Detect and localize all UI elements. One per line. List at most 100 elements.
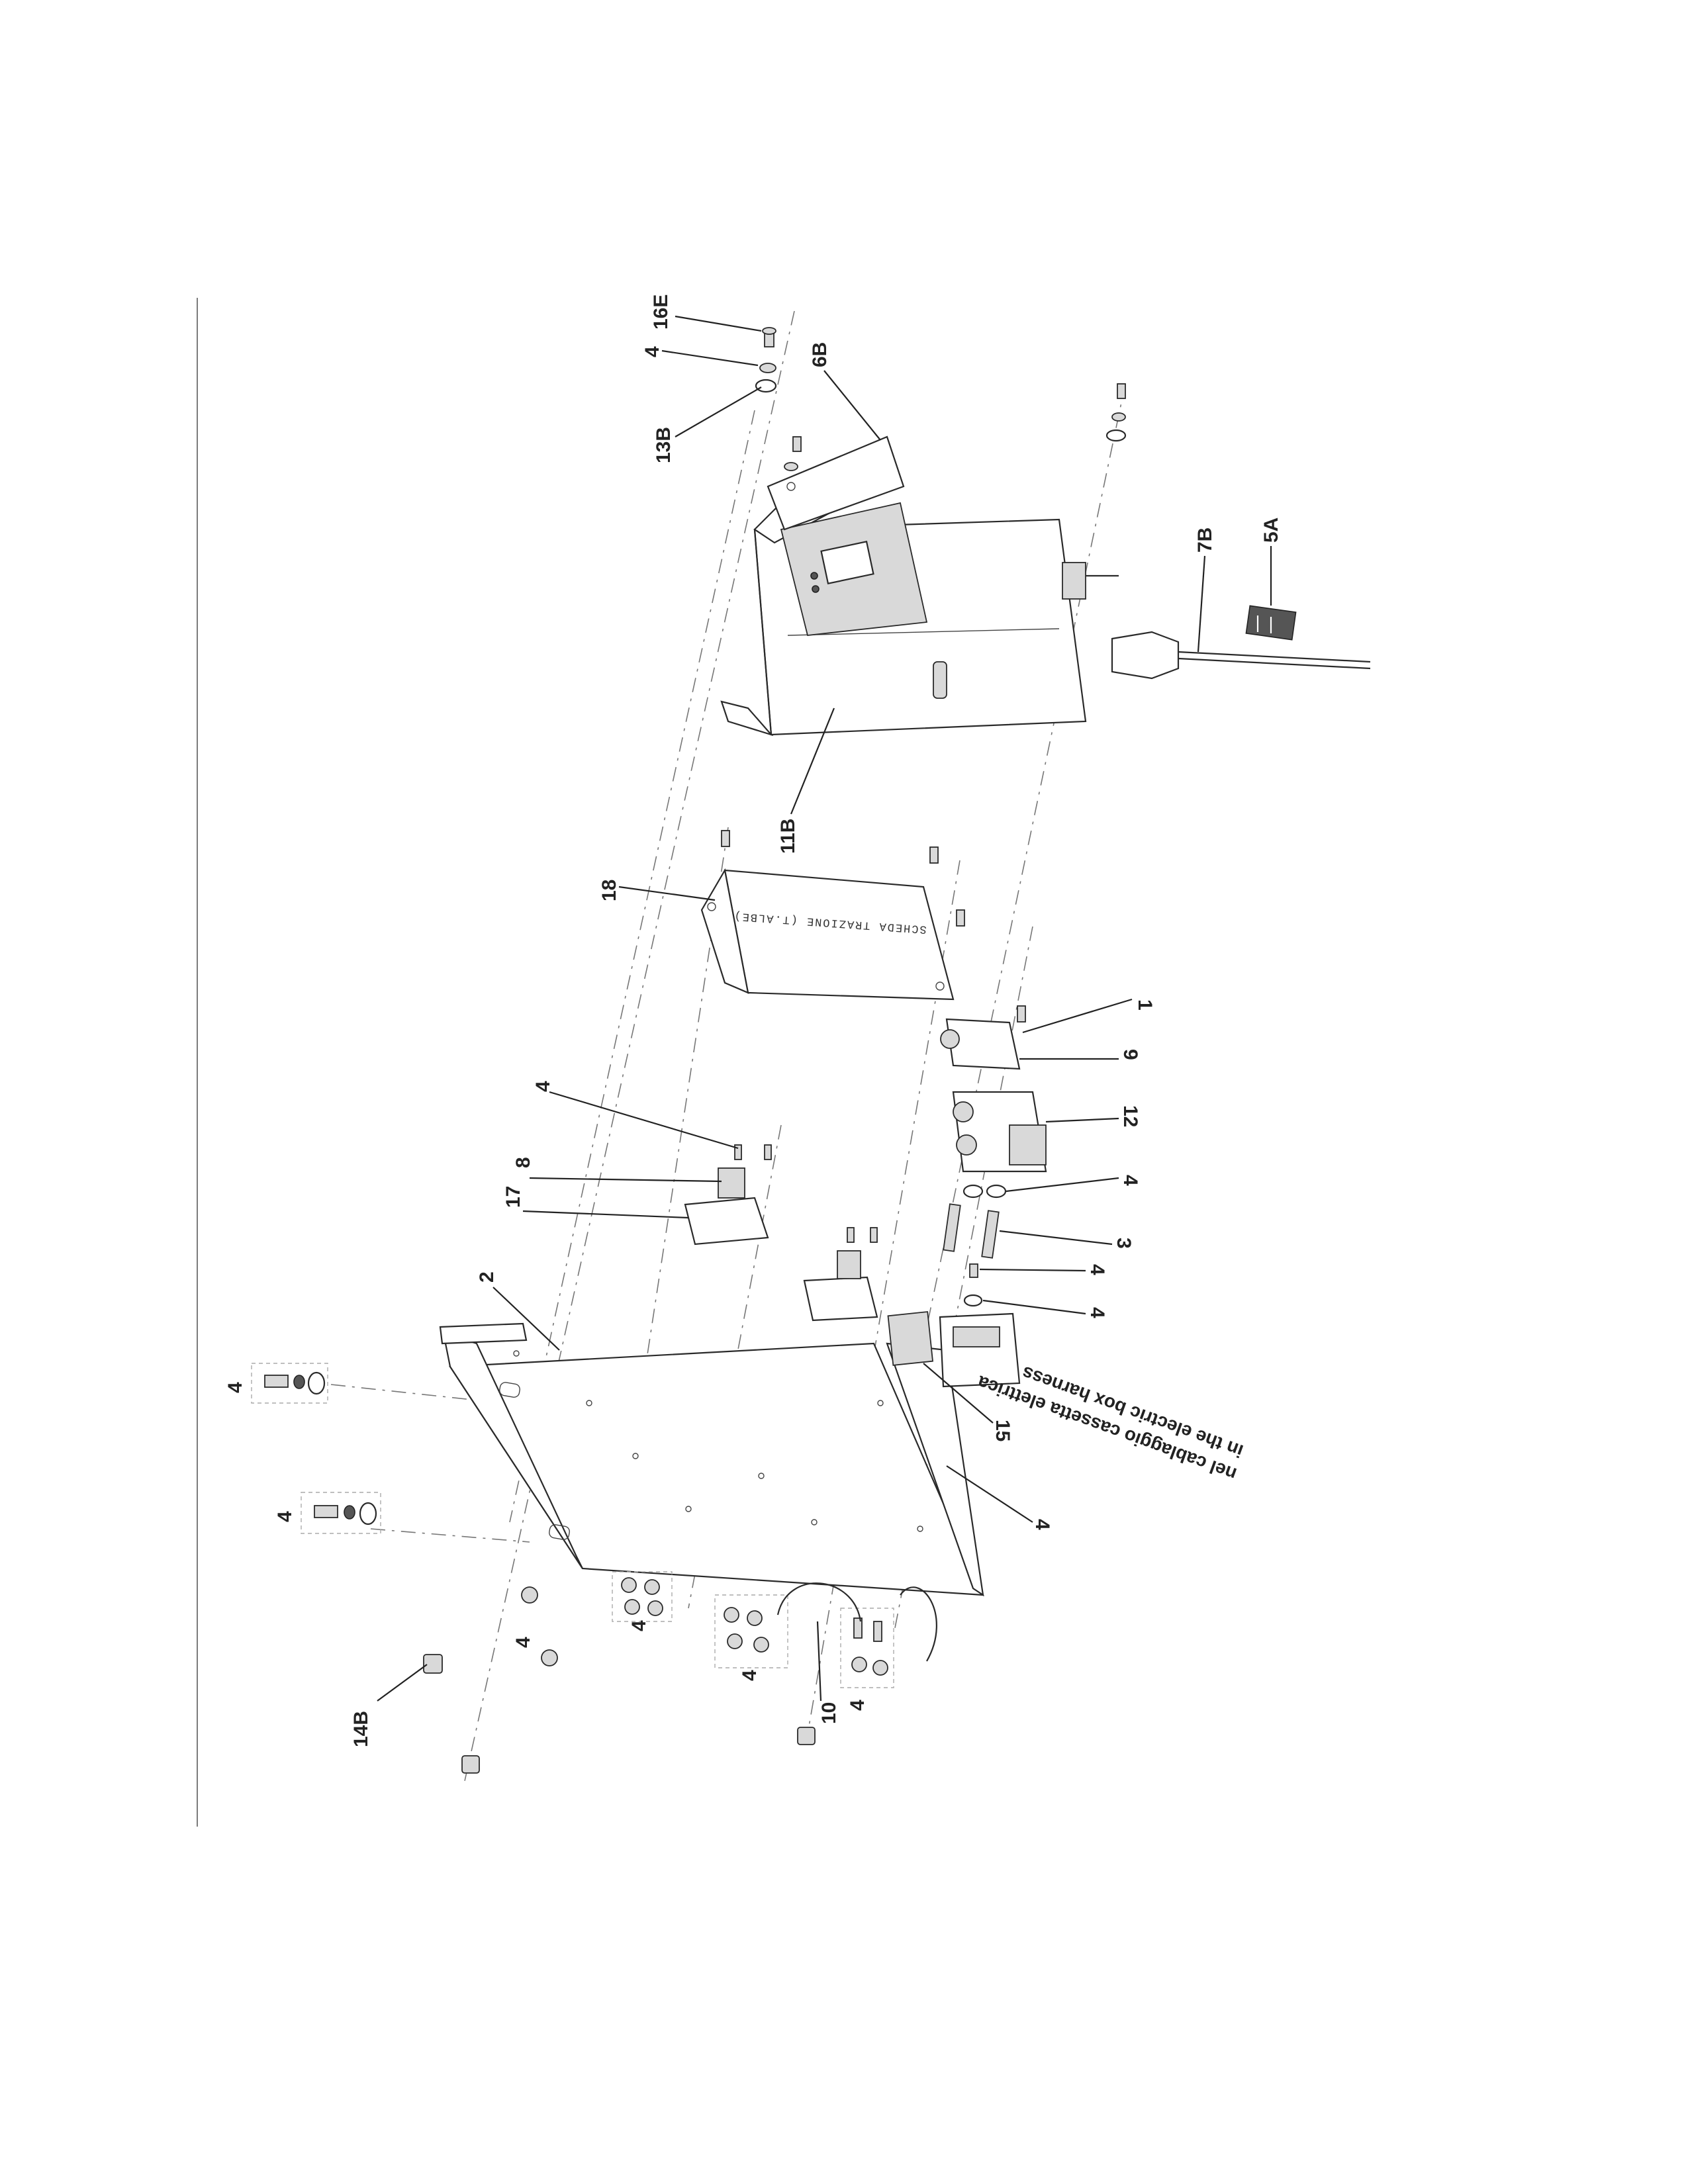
callout-4-bracket-bolt-2: 4 — [274, 1511, 296, 1522]
fuse-2-screw-1 — [847, 1227, 855, 1243]
box-seam — [787, 628, 1060, 636]
connector-5A — [1245, 605, 1297, 641]
callout-2: 2 — [476, 1271, 498, 1283]
leader-4-spacer-washer — [1006, 1177, 1119, 1193]
stud-c1 — [853, 1617, 863, 1639]
connector-15 — [887, 1311, 1021, 1388]
bracket-slot-1 — [499, 1382, 520, 1398]
plate-hole-3 — [685, 1506, 692, 1512]
washer-right-2 — [1105, 429, 1127, 442]
connector-15-body — [887, 1311, 934, 1366]
contactor-coil — [1009, 1124, 1047, 1165]
leader-15 — [923, 1363, 994, 1424]
callout-3: 3 — [1113, 1238, 1135, 1249]
box-knob — [933, 661, 947, 699]
traction-card-18: SCHEDA TRAZIONE (T.ALBE) — [700, 830, 965, 1001]
callout-4-screw-b: 4 — [1086, 1307, 1108, 1318]
cable-line-2 — [1178, 657, 1371, 670]
card-side-face — [700, 868, 749, 994]
contactor-post-2 — [956, 1134, 977, 1156]
fuse-holder-17 — [684, 1144, 772, 1246]
callout-4-nuts-c: 4 — [847, 1700, 868, 1711]
fuse-holder-second — [803, 1227, 878, 1322]
nut-left-1 — [521, 1586, 538, 1604]
bolt-1-lockwasher — [293, 1375, 305, 1389]
callout-4-nut-left: 4 — [512, 1637, 534, 1648]
washer-right-1 — [1111, 412, 1126, 422]
leader-14B — [377, 1664, 428, 1702]
callout-1: 1 — [1134, 999, 1156, 1011]
plate-hole-8 — [513, 1350, 520, 1357]
lock-washer-4 — [759, 363, 776, 373]
plate-hole-7 — [917, 1525, 923, 1532]
axis-line-4 — [807, 860, 961, 1735]
callout-4-nuts-a: 4 — [628, 1620, 650, 1631]
cover-plate — [767, 435, 905, 531]
callout-15: 15 — [992, 1420, 1013, 1441]
leader-4-plate — [946, 1465, 1033, 1523]
display-screen — [820, 540, 874, 585]
callout-17: 17 — [502, 1186, 524, 1208]
cover-plate-6B — [767, 435, 905, 531]
fuse-holder-body — [684, 1197, 769, 1246]
nut-group-b-box — [714, 1594, 788, 1668]
callout-12: 12 — [1119, 1105, 1141, 1127]
axis-line-9 — [370, 1528, 530, 1543]
bolt-1 — [264, 1375, 289, 1388]
leader-7B — [1197, 555, 1206, 653]
harness-block — [939, 1312, 1021, 1388]
leader-lines — [377, 315, 1272, 1702]
leader-1 — [1022, 998, 1133, 1034]
bolt-1-washer — [307, 1371, 326, 1395]
relay-terminal — [940, 1029, 960, 1049]
spacers-14B — [423, 1654, 816, 1774]
callout-4-top: 4 — [641, 346, 663, 357]
side-connector — [1062, 562, 1086, 600]
card-screw-2 — [929, 846, 939, 864]
nut-left-2 — [541, 1649, 558, 1666]
nut-pair-left — [521, 1586, 558, 1666]
leader-11B — [790, 707, 835, 815]
base-plate-2 — [439, 1322, 984, 1597]
bolt-set-1-box — [251, 1363, 328, 1404]
nut-group-a — [612, 1571, 673, 1622]
spacer-screw — [969, 1263, 978, 1278]
leader-4-screw-a — [979, 1268, 1086, 1272]
box-bottom-tab — [720, 700, 774, 737]
nut-group-a-box — [612, 1571, 673, 1622]
callout-4-screw-a: 4 — [1086, 1264, 1108, 1275]
plate-hole-6 — [877, 1400, 884, 1406]
cable-line-1 — [1178, 651, 1371, 663]
plate-hole-5 — [811, 1519, 818, 1525]
callout-14B: 14B — [350, 1711, 372, 1747]
bolt-2-washer — [359, 1502, 377, 1525]
callout-18: 18 — [598, 880, 620, 901]
callout-11B: 11B — [777, 819, 799, 854]
electric-box-11B — [720, 495, 1119, 737]
indicator-led-1 — [810, 572, 818, 580]
contactor-post-1 — [953, 1101, 974, 1122]
spacer-washer-1 — [962, 1184, 984, 1199]
washer-cover — [784, 462, 798, 471]
card-screw-1 — [721, 830, 730, 847]
cover-hole — [786, 482, 796, 491]
bolt-2 — [314, 1505, 338, 1518]
leader-18 — [618, 886, 716, 901]
tie-1 — [776, 1582, 862, 1622]
leader-4-top — [661, 349, 759, 367]
spacer-14B-3 — [797, 1727, 816, 1745]
callout-10: 10 — [818, 1702, 840, 1724]
callout-4-bracket-bolt-1: 4 — [224, 1382, 246, 1393]
stud-c2 — [873, 1621, 882, 1642]
axis-line-1 — [463, 310, 795, 1788]
callout-4-spacer-washer: 4 — [1119, 1175, 1141, 1186]
cable-ties-10 — [776, 1582, 937, 1662]
bolt-set-2-box — [301, 1492, 381, 1534]
leader-4-terminal — [549, 1091, 739, 1150]
leader-6B — [823, 370, 881, 441]
top-hardware — [755, 327, 1127, 471]
fuse-screw-1 — [734, 1144, 742, 1160]
leader-3 — [999, 1230, 1113, 1246]
spacer-lower-washer — [963, 1294, 983, 1307]
